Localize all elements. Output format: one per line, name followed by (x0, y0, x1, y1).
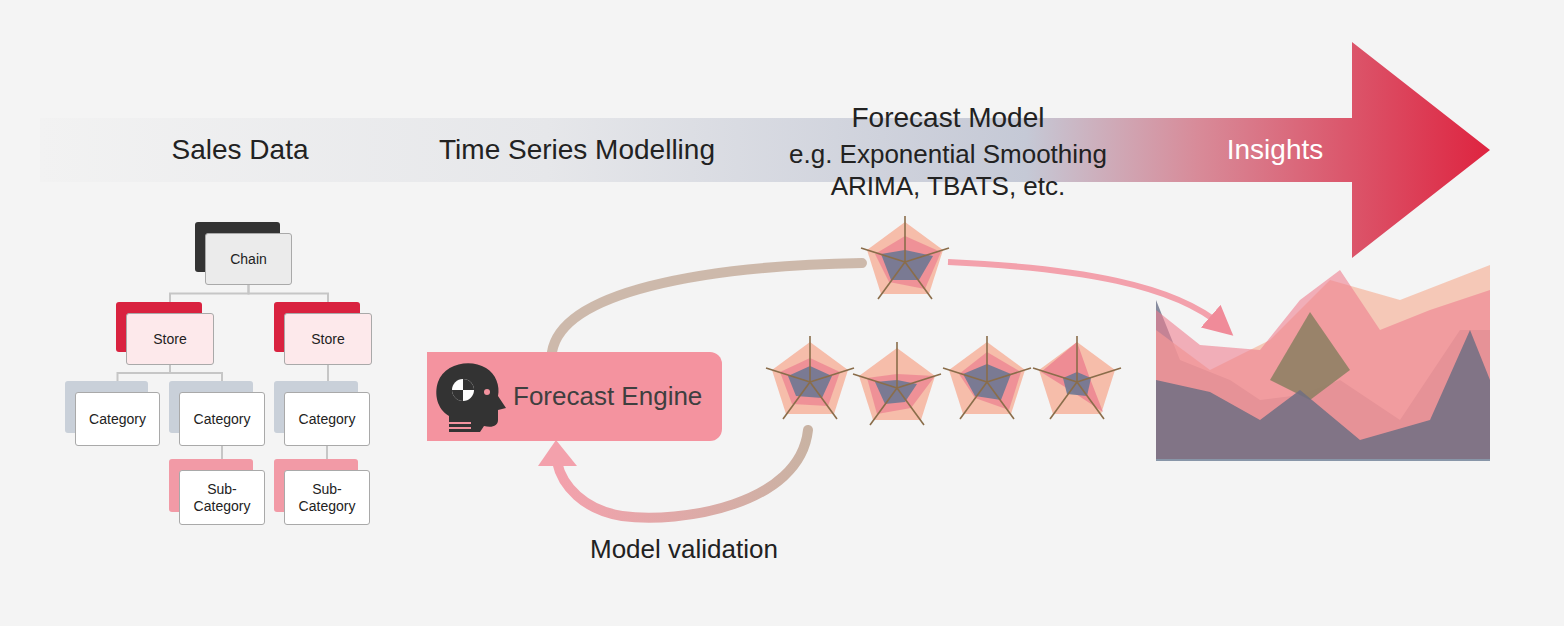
node-label: Sub-Category (189, 481, 255, 515)
hierarchy-box: Sub-Category (284, 470, 370, 525)
node-label: Category (89, 411, 146, 428)
stage-label: e.g. Exponential Smoothing ARIMA, TBATS,… (758, 138, 1138, 202)
drawing-part (861, 216, 949, 299)
drawing-part (436, 363, 506, 432)
drawing-part (948, 262, 1222, 326)
drawing-part (861, 216, 949, 299)
hierarchy-box: Store (284, 313, 372, 365)
drawing-part (766, 336, 854, 419)
node-label: Chain (230, 251, 267, 268)
node-label: Store (153, 331, 186, 348)
drawing-part (1033, 336, 1121, 419)
drawing-part (853, 342, 941, 425)
drawing-part (766, 336, 854, 419)
drawing-part (452, 390, 463, 401)
node-label: Category (299, 411, 356, 428)
hierarchy-box: Category (284, 392, 370, 446)
drawing-part (1156, 265, 1490, 460)
engine-box: Forecast Engine (427, 352, 722, 441)
drawing-part (1156, 459, 1490, 461)
stage-label: Insights (1175, 133, 1375, 167)
drawing-part (853, 342, 941, 425)
node-label: Sub-Category (294, 481, 360, 515)
node-label: Forecast Engine (427, 381, 716, 412)
drawing-part (875, 236, 941, 289)
drawing-part (1270, 312, 1350, 400)
drawing-part (1156, 265, 1490, 460)
node-label: Category (194, 411, 251, 428)
drawing-part (1033, 336, 1121, 419)
stage-label: Time Series Modelling (397, 133, 757, 167)
drawing-part (943, 336, 1031, 419)
drawing-part (441, 427, 471, 429)
head-icon (427, 352, 511, 441)
stage-label: Sales Data (100, 133, 380, 167)
drawing-part (538, 440, 577, 466)
hierarchy-box: Category (179, 392, 265, 446)
drawing-part (1156, 330, 1490, 460)
drawing-part (1156, 270, 1490, 460)
drawing-part (441, 422, 471, 424)
hierarchy-box: Store (126, 313, 214, 365)
hierarchy-box: Sub-Category (179, 470, 265, 525)
drawing-part (552, 263, 862, 352)
drawing-part (943, 336, 1031, 419)
loop-label: Model validation (590, 534, 778, 565)
drawing-part (452, 379, 474, 401)
drawing-part (484, 389, 490, 395)
hierarchy-box: Chain (205, 233, 292, 285)
node-label: Store (311, 331, 344, 348)
drawing-part (463, 379, 474, 390)
drawing-part (557, 430, 808, 518)
hierarchy-box: Category (75, 392, 160, 446)
stage-label: Forecast Model (798, 101, 1098, 135)
